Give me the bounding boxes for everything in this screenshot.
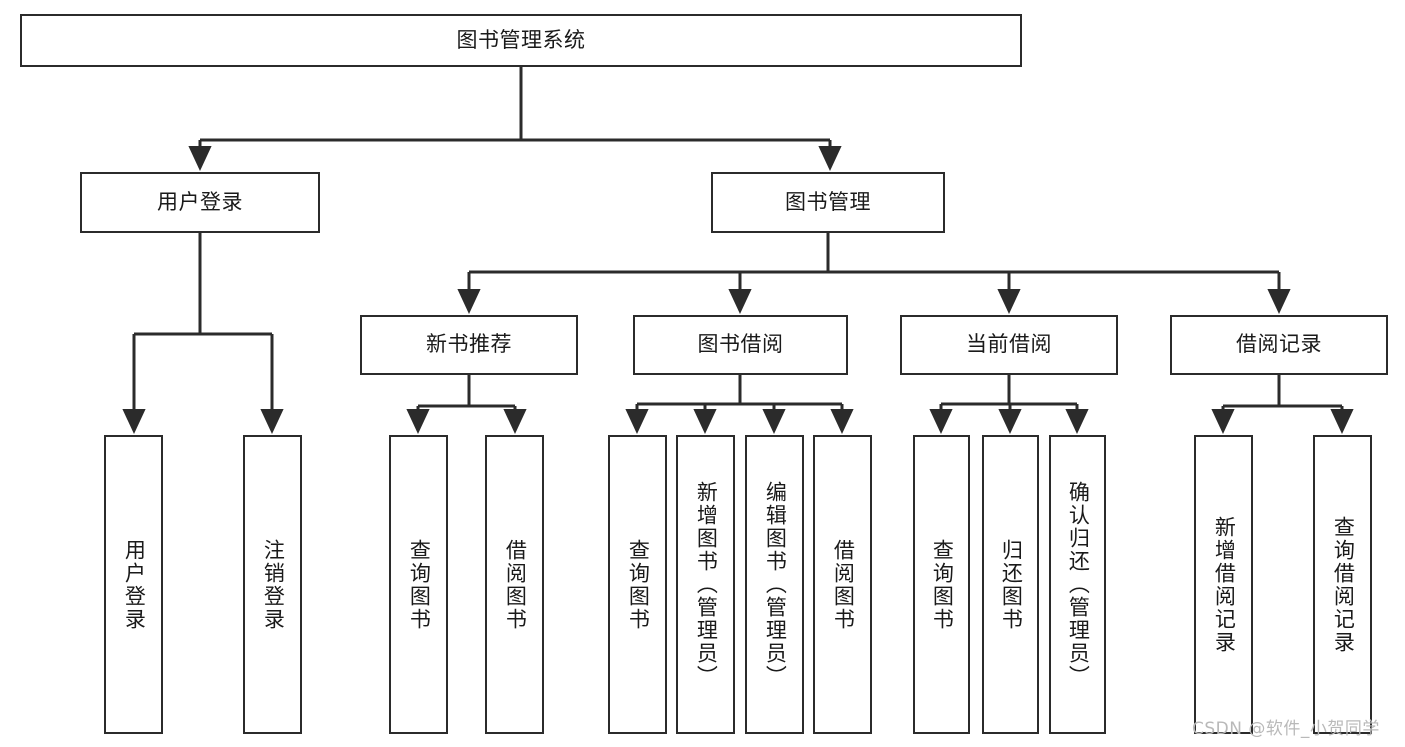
node-leaf-borrow-book-1-label: 借阅图书 <box>503 538 528 631</box>
node-leaf-borrow-book-2-label: 借阅图书 <box>831 538 856 631</box>
node-borrow-record-label: 借阅记录 <box>1236 332 1322 357</box>
node-leaf-edit-book-admin-label: 编辑图书（管理员） <box>763 481 788 688</box>
csdn-watermark: CSDN @软件_小贺同学 <box>1192 719 1380 739</box>
node-leaf-user-logout[interactable]: 注销登录 <box>243 435 302 734</box>
node-current-borrow-label: 当前借阅 <box>966 332 1052 357</box>
node-book-management[interactable]: 图书管理 <box>711 172 945 233</box>
node-new-book-recommend-label: 新书推荐 <box>426 332 512 357</box>
node-leaf-query-book-2[interactable]: 查询图书 <box>608 435 667 734</box>
node-book-borrow[interactable]: 图书借阅 <box>633 315 848 375</box>
node-leaf-query-borrow-record[interactable]: 查询借阅记录 <box>1313 435 1372 734</box>
node-leaf-add-book-admin[interactable]: 新增图书（管理员） <box>676 435 735 734</box>
node-user-login-label: 用户登录 <box>157 189 243 214</box>
node-leaf-confirm-return-admin[interactable]: 确认归还（管理员） <box>1049 435 1106 734</box>
node-leaf-confirm-return-admin-label: 确认归还（管理员） <box>1066 481 1091 688</box>
node-leaf-add-borrow-record-label: 新增借阅记录 <box>1212 515 1237 654</box>
node-user-login[interactable]: 用户登录 <box>80 172 320 233</box>
node-book-management-label: 图书管理 <box>785 189 871 214</box>
node-leaf-add-book-admin-label: 新增图书（管理员） <box>694 481 719 688</box>
node-root-label: 图书管理系统 <box>456 27 586 52</box>
node-leaf-query-book-1-label: 查询图书 <box>407 538 432 631</box>
node-leaf-query-book-3[interactable]: 查询图书 <box>913 435 970 734</box>
node-leaf-borrow-book-2[interactable]: 借阅图书 <box>813 435 872 734</box>
node-leaf-query-borrow-record-label: 查询借阅记录 <box>1331 515 1356 654</box>
node-leaf-borrow-book-1[interactable]: 借阅图书 <box>485 435 544 734</box>
node-leaf-query-book-1[interactable]: 查询图书 <box>389 435 448 734</box>
node-new-book-recommend[interactable]: 新书推荐 <box>360 315 578 375</box>
node-leaf-return-book-label: 归还图书 <box>999 538 1024 631</box>
node-leaf-return-book[interactable]: 归还图书 <box>982 435 1039 734</box>
node-leaf-edit-book-admin[interactable]: 编辑图书（管理员） <box>745 435 804 734</box>
node-leaf-query-book-3-label: 查询图书 <box>930 538 955 631</box>
node-root[interactable]: 图书管理系统 <box>20 14 1022 67</box>
node-leaf-add-borrow-record[interactable]: 新增借阅记录 <box>1194 435 1253 734</box>
node-book-borrow-label: 图书借阅 <box>697 332 784 357</box>
node-borrow-record[interactable]: 借阅记录 <box>1170 315 1388 375</box>
node-leaf-user-login[interactable]: 用户登录 <box>104 435 163 734</box>
node-leaf-user-login-label: 用户登录 <box>122 538 147 631</box>
node-leaf-user-logout-label: 注销登录 <box>261 538 286 631</box>
node-leaf-query-book-2-label: 查询图书 <box>626 538 651 631</box>
node-current-borrow[interactable]: 当前借阅 <box>900 315 1118 375</box>
